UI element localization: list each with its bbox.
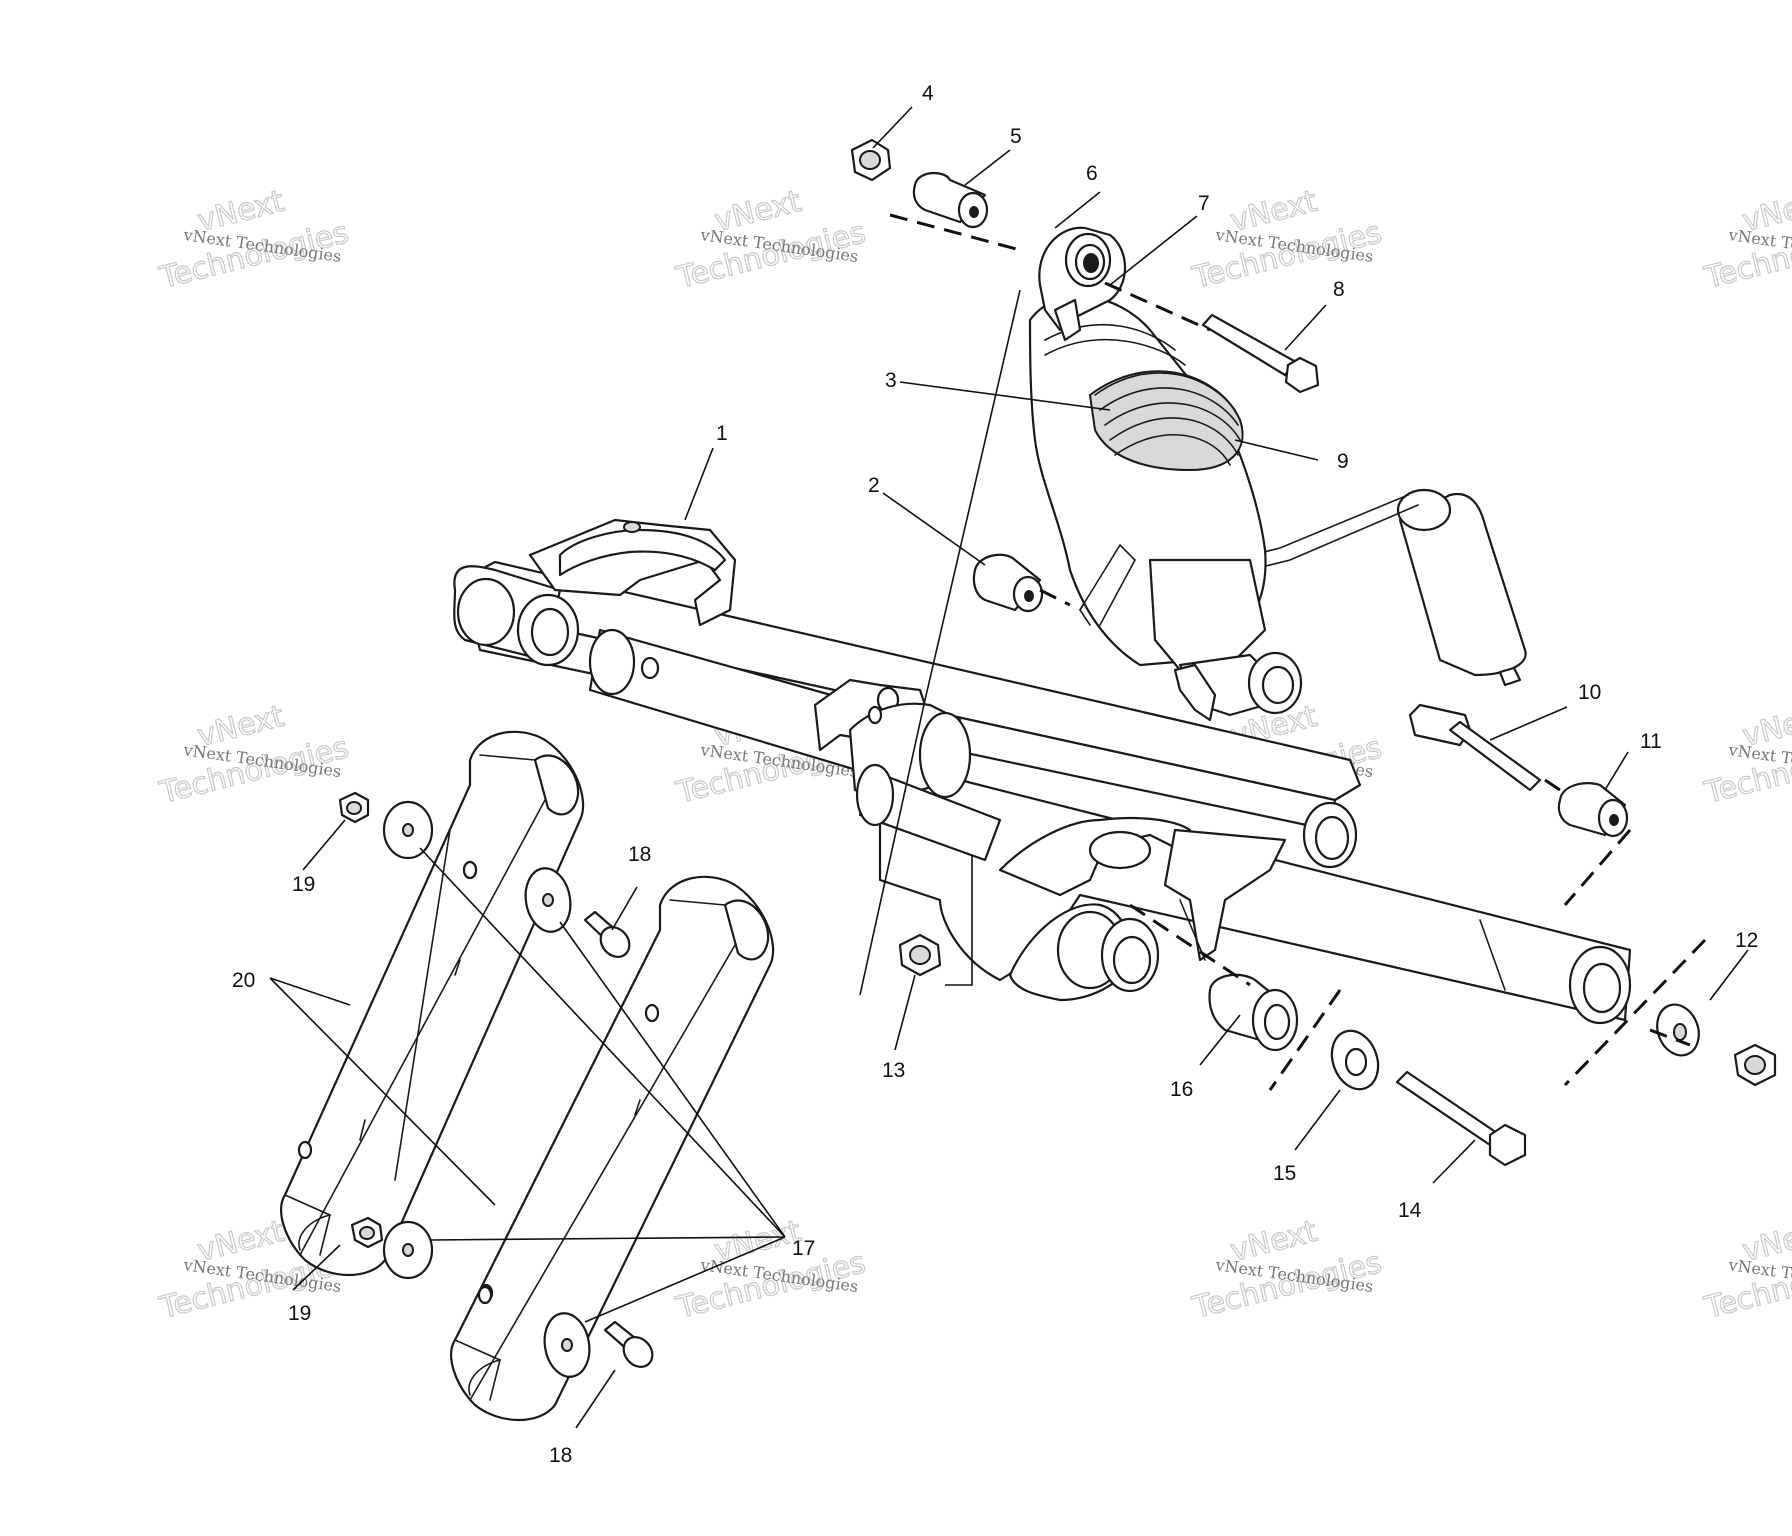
callout-10: 10 [1578, 681, 1601, 704]
bolt-10 [1408, 703, 1542, 792]
pin-18-lower [603, 1320, 654, 1368]
callout-7: 7 [1198, 192, 1210, 215]
washer-17-a [382, 800, 434, 860]
leader-lines [269, 106, 1749, 1429]
bolt-8 [1201, 313, 1320, 394]
nut-right [1733, 1043, 1777, 1087]
callout-20: 20 [232, 969, 255, 992]
nut-19-lower [350, 1216, 384, 1249]
callout-17: 17 [792, 1237, 815, 1260]
washer-17-c [382, 1220, 434, 1280]
pin-18-upper [583, 910, 631, 958]
callout-13: 13 [882, 1059, 905, 1082]
spacer-11 [1557, 782, 1629, 838]
nut-4 [850, 138, 892, 182]
link-lower [450, 875, 775, 1422]
hardware [850, 138, 1777, 1167]
callout-15: 15 [1273, 1162, 1296, 1185]
nut-13 [898, 933, 942, 977]
links [280, 730, 775, 1422]
callout-1: 1 [716, 422, 728, 445]
nut-19-upper [338, 791, 370, 824]
callout-14: 14 [1398, 1199, 1422, 1222]
callout-2: 2 [868, 474, 880, 497]
callout-18-upper: 18 [628, 843, 651, 866]
callout-16: 16 [1170, 1078, 1193, 1101]
callout-11: 11 [1640, 730, 1662, 753]
callout-18-lower: 18 [549, 1444, 572, 1467]
callout-labels: 1 2 3 4 5 6 7 8 9 10 11 12 13 14 15 16 1… [232, 82, 1758, 1467]
washer-12 [1656, 1003, 1700, 1057]
washer-15 [1330, 1029, 1380, 1091]
spacer-16 [1208, 973, 1299, 1052]
shock-absorber [1028, 226, 1527, 722]
swing-arm-assembly [453, 518, 1632, 1025]
bolt-14 [1395, 1070, 1527, 1167]
callout-19-lower: 19 [288, 1302, 311, 1325]
callout-8: 8 [1333, 278, 1345, 301]
spacer-5 [912, 172, 989, 229]
washer-17-b [524, 867, 572, 933]
spacer-2 [972, 553, 1044, 613]
callout-5: 5 [1010, 125, 1022, 148]
callout-19-upper: 19 [292, 873, 315, 896]
callout-4: 4 [922, 82, 934, 105]
callout-9: 9 [1337, 450, 1349, 473]
callout-12: 12 [1735, 929, 1758, 952]
callout-3: 3 [885, 369, 897, 392]
callout-6: 6 [1086, 162, 1098, 185]
washer-17-d [543, 1312, 591, 1378]
